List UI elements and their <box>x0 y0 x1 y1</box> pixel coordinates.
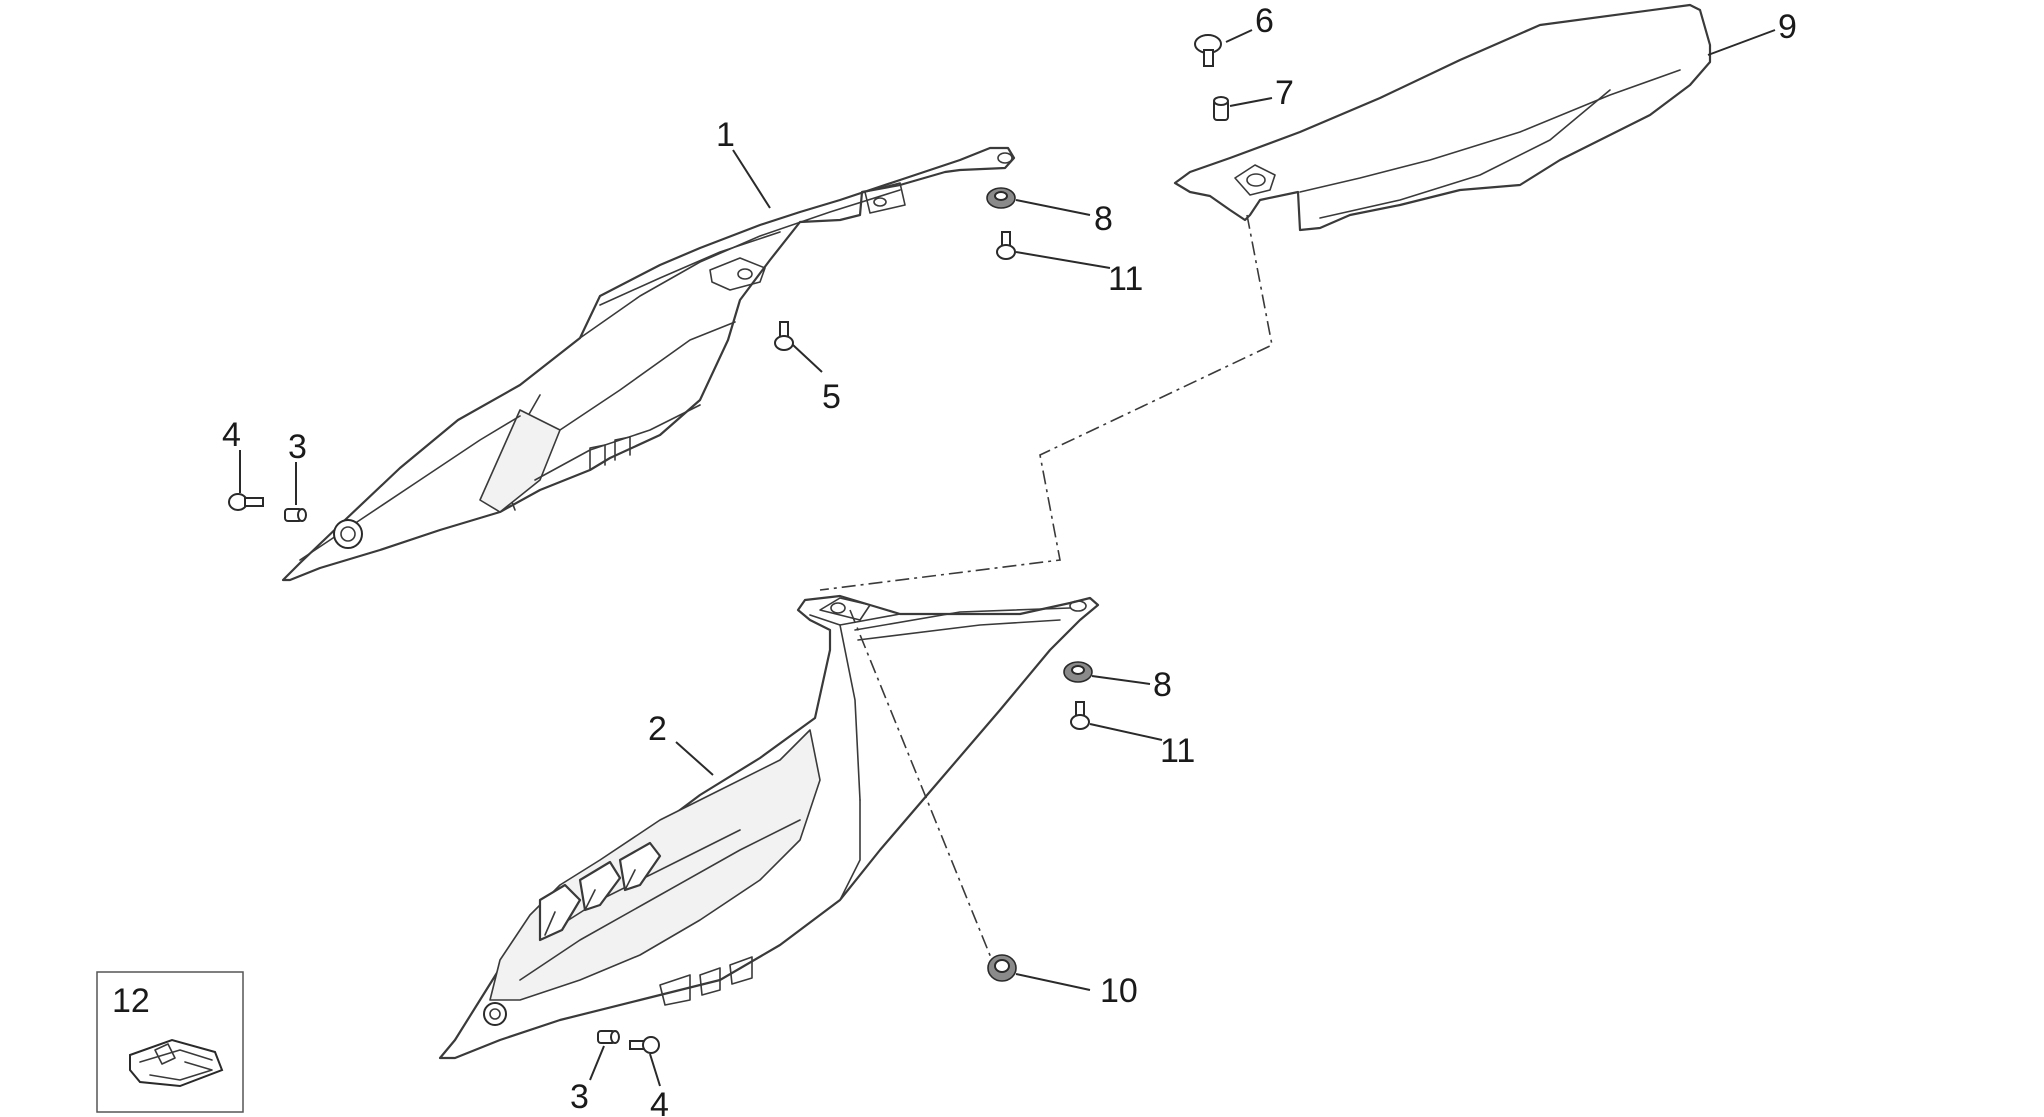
callout-labels: 1 4 3 5 6 7 8 11 9 2 8 11 10 3 4 <box>222 2 1797 1117</box>
leader-lines <box>239 29 1776 1087</box>
callout-8-upper: 8 <box>1094 200 1113 238</box>
callout-4-upper: 4 <box>222 416 241 454</box>
part-12-inset-box: 12 <box>96 971 244 1113</box>
spacer-7-icon <box>1213 96 1229 121</box>
callout-12: 12 <box>112 982 150 1020</box>
screw-6-icon <box>1194 34 1222 67</box>
washer-8-upper-icon <box>986 187 1016 209</box>
callout-3-upper: 3 <box>288 428 307 466</box>
callout-10: 10 <box>1100 972 1138 1010</box>
screw-5-icon <box>774 321 794 351</box>
assembly-lines <box>819 214 1273 981</box>
screw-4-upper-icon <box>228 493 264 511</box>
callout-11-lower: 11 <box>1160 732 1195 770</box>
callout-11-upper: 11 <box>1108 260 1143 298</box>
callout-5: 5 <box>822 378 841 416</box>
part-2-lower-side-fairing <box>438 594 1100 1060</box>
nut-10-icon <box>987 954 1017 982</box>
screw-4-lower-icon <box>629 1036 660 1054</box>
screw-11-upper-icon <box>996 231 1016 260</box>
hardware <box>228 34 1229 1054</box>
spacer-3-upper-icon <box>284 508 307 522</box>
callout-9: 9 <box>1778 8 1797 46</box>
callout-6: 6 <box>1255 2 1274 40</box>
callout-4-lower: 4 <box>650 1086 669 1117</box>
callout-3-lower: 3 <box>570 1078 589 1116</box>
spacer-3-lower-icon <box>597 1030 620 1044</box>
callout-1: 1 <box>716 116 735 154</box>
part-1-upper-side-fairing <box>281 146 1016 582</box>
callout-7: 7 <box>1275 74 1294 112</box>
screw-11-lower-icon <box>1070 701 1090 730</box>
callout-8-lower: 8 <box>1153 666 1172 704</box>
callout-2: 2 <box>648 710 667 748</box>
clip-12-icon <box>129 1038 224 1088</box>
washer-8-lower-icon <box>1063 661 1093 683</box>
